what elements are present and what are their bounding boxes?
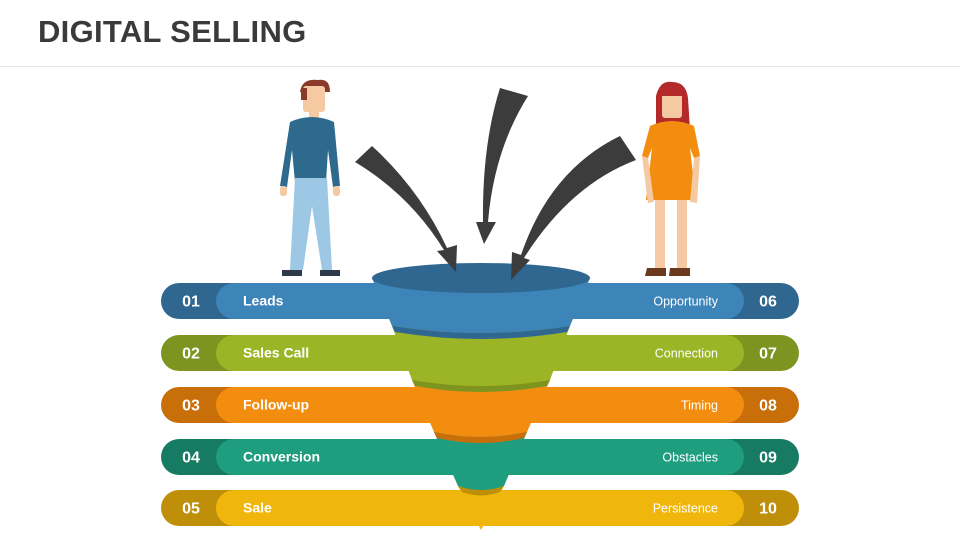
- row-left-label: Conversion: [243, 449, 320, 465]
- title-divider: [0, 66, 960, 67]
- row-left-label: Follow-up: [243, 397, 309, 413]
- funnel-segment-2: [392, 326, 570, 386]
- row-right-label: Connection: [655, 347, 718, 361]
- row-right-number: 09: [759, 450, 777, 467]
- curved-arrow-icon: [511, 136, 636, 280]
- row-left-number: 04: [182, 450, 200, 467]
- row-right-label: Timing: [681, 399, 718, 413]
- row-right-label: Persistence: [653, 502, 718, 516]
- row-left-number: 03: [182, 398, 200, 415]
- curved-arrow-icon: [476, 88, 528, 244]
- row-left-number: 05: [182, 501, 200, 518]
- man-figure-icon: [280, 79, 340, 276]
- row-right-number: 10: [759, 501, 777, 518]
- row-left-number: 01: [182, 294, 200, 311]
- row-left-label: Sales Call: [243, 345, 309, 361]
- page-title: DIGITAL SELLING: [38, 14, 307, 49]
- funnel-segment-1: [372, 278, 590, 333]
- funnel-segment-4: [434, 432, 527, 490]
- funnel-segment-5: [458, 486, 504, 530]
- woman-figure-icon: [642, 81, 700, 276]
- funnel-icon: [372, 263, 590, 530]
- funnel-top-rim: [372, 263, 590, 293]
- funnel-segment-3: [412, 380, 550, 437]
- row-right-number: 08: [759, 398, 777, 415]
- row-right-number: 07: [759, 346, 777, 363]
- arrows-group: [355, 88, 636, 280]
- row-left-label: Leads: [243, 293, 284, 309]
- row-right-label: Obstacles: [662, 451, 718, 465]
- row-right-label: Opportunity: [653, 295, 718, 309]
- row-right-number: 06: [759, 294, 777, 311]
- curved-arrow-icon: [355, 146, 457, 272]
- row-left-label: Sale: [243, 500, 272, 516]
- row-left-number: 02: [182, 346, 200, 363]
